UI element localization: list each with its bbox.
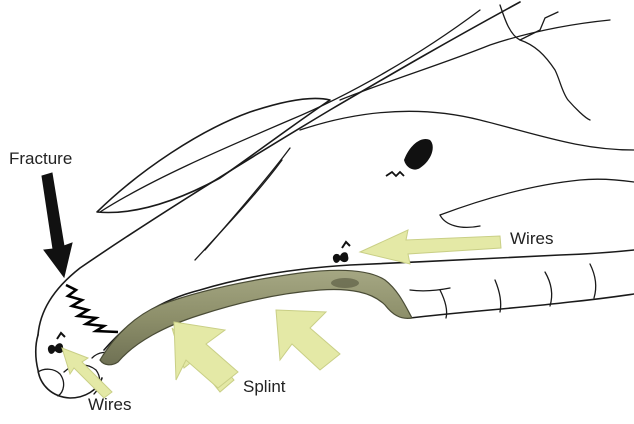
facial-crest bbox=[440, 179, 634, 215]
wires-label-left: Wires bbox=[88, 396, 131, 413]
orbit-ridge-line bbox=[300, 111, 634, 150]
splint-arrow-right bbox=[276, 310, 340, 370]
splint-shadow bbox=[331, 278, 359, 288]
splint-body bbox=[100, 270, 412, 364]
cheek-teeth bbox=[410, 264, 596, 318]
skull-suture bbox=[500, 5, 590, 120]
twisted-wire-icon-right bbox=[333, 242, 350, 263]
fracture-label: Fracture bbox=[9, 150, 72, 167]
wires-label-right: Wires bbox=[510, 230, 553, 247]
fracture-arrow bbox=[42, 173, 72, 277]
splint bbox=[100, 270, 412, 364]
nasoincisive-notch bbox=[97, 98, 330, 212]
orbit-wire-icon bbox=[386, 139, 433, 176]
splint-label: Splint bbox=[243, 378, 286, 395]
splint-arrow-left-head bbox=[174, 322, 238, 388]
zygomatic-line bbox=[440, 215, 480, 227]
skull-suture-branch bbox=[520, 12, 558, 40]
fracture-line bbox=[66, 285, 118, 332]
cranial-ridge bbox=[340, 20, 610, 100]
